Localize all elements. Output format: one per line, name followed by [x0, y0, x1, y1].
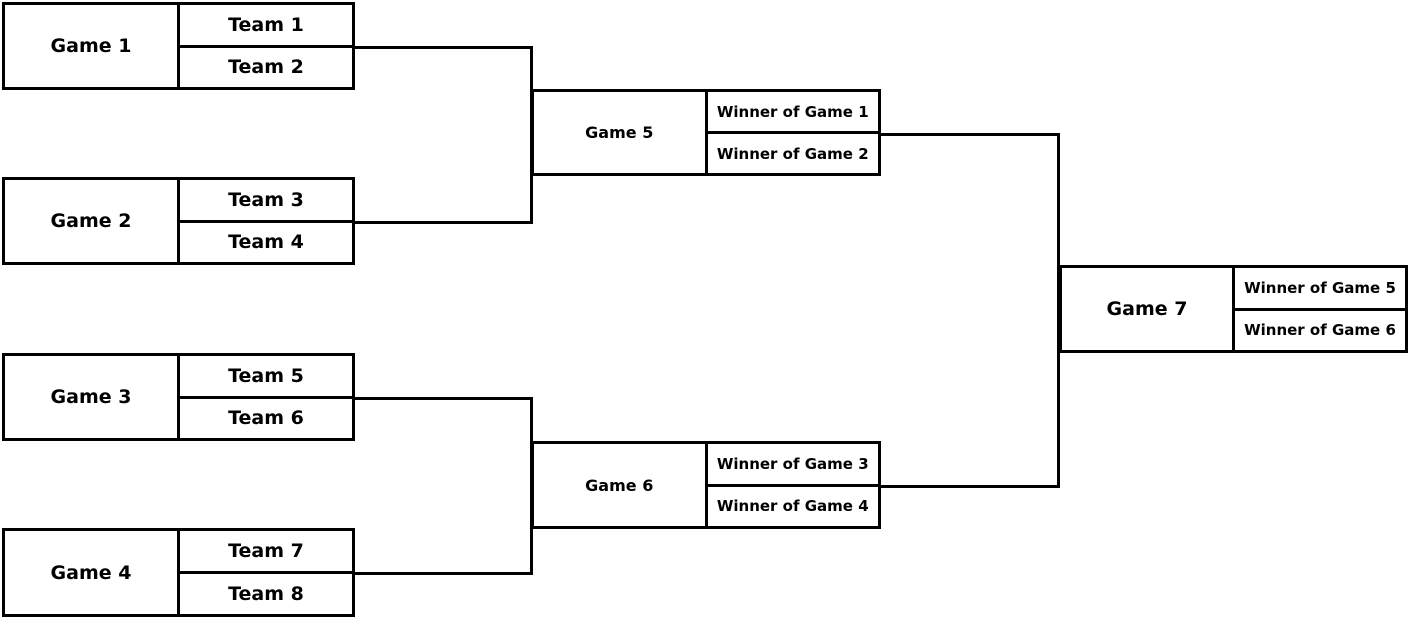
- game-5-box: Game 5 Winner of Game 1 Winner of Game 2: [531, 89, 881, 176]
- game-2-label: Game 2: [5, 180, 180, 262]
- game-7-box: Game 7 Winner of Game 5 Winner of Game 6: [1059, 265, 1408, 353]
- connector-game1-out: [352, 46, 533, 49]
- game-5-slots: Winner of Game 1 Winner of Game 2: [707, 92, 878, 173]
- connector-game4-out: [352, 572, 533, 575]
- game-6-slots: Winner of Game 3 Winner of Game 4: [707, 444, 878, 527]
- game-1-box: Game 1 Team 1 Team 2: [2, 2, 355, 90]
- game-4-box: Game 4 Team 7 Team 8: [2, 528, 355, 617]
- game-4-slot-bottom: Team 8: [180, 571, 352, 614]
- game-1-label: Game 1: [5, 5, 180, 87]
- connector-game3-out: [352, 397, 533, 400]
- game-7-slot-top: Winner of Game 5: [1244, 278, 1396, 297]
- game-4-slots: Team 7 Team 8: [180, 531, 352, 614]
- game-3-slot-top: Team 5: [228, 364, 304, 387]
- connector-game5-out: [878, 132, 1060, 136]
- game-7-slots: Winner of Game 5 Winner of Game 6: [1235, 268, 1405, 350]
- game-6-label: Game 6: [534, 444, 708, 526]
- connector-games56-join: [1057, 132, 1060, 488]
- game-1-slot-top: Team 1: [228, 13, 304, 36]
- game-5-slot-bottom: Winner of Game 2: [707, 131, 878, 173]
- game-6-slot-bottom: Winner of Game 4: [707, 483, 878, 527]
- game-6-box: Game 6 Winner of Game 3 Winner of Game 4: [531, 441, 881, 529]
- game-3-slots: Team 5 Team 6: [180, 356, 352, 438]
- game-3-label: Game 3: [5, 356, 180, 438]
- game-3-box: Game 3 Team 5 Team 6: [2, 353, 355, 441]
- game-2-box: Game 2 Team 3 Team 4: [2, 177, 355, 265]
- game-4-slot-top: Team 7: [228, 540, 304, 562]
- connector-game2-out: [352, 221, 533, 224]
- game-2-slots: Team 3 Team 4: [180, 180, 352, 262]
- game-6-slot-top: Winner of Game 3: [716, 454, 869, 473]
- game-4-label: Game 4: [5, 531, 180, 614]
- game-2-slot-top: Team 3: [228, 188, 304, 211]
- game-5-label: Game 5: [534, 92, 708, 173]
- game-1-slot-bottom: Team 2: [180, 44, 352, 88]
- game-7-label: Game 7: [1062, 268, 1235, 350]
- game-7-slot-bottom: Winner of Game 6: [1235, 307, 1405, 351]
- game-1-slots: Team 1 Team 2: [180, 5, 352, 87]
- game-5-slot-top: Winner of Game 1: [716, 102, 869, 121]
- connector-game6-out: [878, 485, 1060, 488]
- game-2-slot-bottom: Team 4: [180, 219, 352, 263]
- game-3-slot-bottom: Team 6: [180, 395, 352, 439]
